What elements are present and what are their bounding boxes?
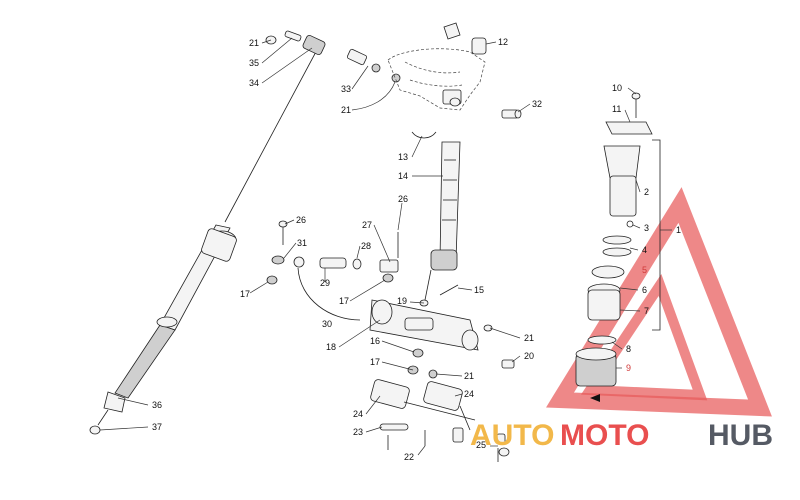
callout-27: 27 xyxy=(362,220,372,230)
middle-fasteners xyxy=(266,220,399,321)
callout-9: 9 xyxy=(626,363,631,373)
watermark-moto: MOTO xyxy=(560,419,649,452)
callout-11: 11 xyxy=(612,104,621,114)
callout-24a: 24 xyxy=(464,389,474,399)
callout-6: 6 xyxy=(642,285,647,295)
callout-8: 8 xyxy=(626,344,631,354)
callout-19: 19 xyxy=(397,296,407,306)
callout-37: 37 xyxy=(152,422,162,432)
callout-7: 7 xyxy=(644,306,649,316)
callout-25: 25 xyxy=(476,440,486,450)
callout-4: 4 xyxy=(642,245,647,255)
callout-labels: 21 35 34 33 21 12 32 13 14 26 31 26 27 2… xyxy=(152,37,681,462)
callout-21a: 21 xyxy=(249,38,259,48)
callout-16: 16 xyxy=(370,336,380,346)
callout-3: 3 xyxy=(644,223,649,233)
callout-20: 20 xyxy=(524,351,534,361)
upper-fasteners xyxy=(265,30,401,83)
callout-32: 32 xyxy=(532,99,542,109)
callout-17b: 17 xyxy=(339,296,349,306)
callout-1: 1 xyxy=(676,225,681,235)
callout-26a: 26 xyxy=(296,215,306,225)
callout-23: 23 xyxy=(353,427,363,437)
callout-24b: 24 xyxy=(353,409,363,419)
callout-33: 33 xyxy=(341,84,351,94)
steering-column xyxy=(89,47,319,435)
watermark-hub: HUB xyxy=(708,419,773,452)
steering-post-assembly xyxy=(575,92,661,402)
callout-28: 28 xyxy=(361,241,371,251)
upper-bracket xyxy=(387,48,486,111)
callout-21d: 21 xyxy=(464,371,474,381)
pitman-arm xyxy=(369,284,515,369)
callout-22: 22 xyxy=(404,452,414,462)
steering-shaft xyxy=(411,131,461,301)
callout-36: 36 xyxy=(152,400,162,410)
callout-21b: 21 xyxy=(341,105,351,115)
callout-13: 13 xyxy=(398,152,408,162)
callout-31: 31 xyxy=(297,238,307,248)
callout-30: 30 xyxy=(322,319,332,329)
callout-2: 2 xyxy=(644,187,649,197)
clip-and-bolt xyxy=(443,22,522,119)
callout-17a: 17 xyxy=(240,289,250,299)
tie-rod-assembly xyxy=(370,365,510,462)
callout-18: 18 xyxy=(326,342,336,352)
callout-12: 12 xyxy=(498,37,508,47)
watermark-auto: AUTO xyxy=(470,419,554,452)
callout-15: 15 xyxy=(474,285,484,295)
callout-10: 10 xyxy=(612,83,622,93)
callout-29: 29 xyxy=(320,278,330,288)
callout-26b: 26 xyxy=(398,194,408,204)
watermark-text: AUTO MOTO HUB xyxy=(470,419,773,452)
callout-34: 34 xyxy=(249,78,259,88)
callout-17c: 17 xyxy=(370,357,380,367)
callout-5: 5 xyxy=(642,265,647,275)
leader-lines xyxy=(99,37,672,456)
callout-21c: 21 xyxy=(524,333,534,343)
callout-14: 14 xyxy=(398,171,408,181)
callout-35: 35 xyxy=(249,58,259,68)
